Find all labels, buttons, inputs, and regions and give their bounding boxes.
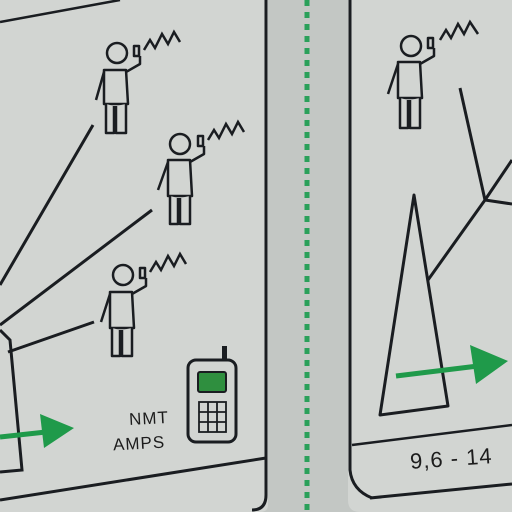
network-label-amps: AMPS — [112, 432, 166, 455]
radio-links — [0, 124, 153, 354]
tower-partial — [0, 328, 24, 474]
antenna-tower-icon — [378, 193, 450, 417]
signal-zigzag-icon — [438, 19, 480, 41]
right-panel — [348, 0, 512, 512]
range-text: 9,6 - 14 — [409, 443, 494, 474]
person-phone-icon — [156, 132, 206, 226]
person-phone-icon — [99, 263, 148, 358]
mobile-phone-icon — [186, 346, 238, 444]
radio-links — [426, 87, 512, 281]
signal-zigzag-icon — [206, 119, 246, 141]
green-arrow-icon — [395, 345, 508, 384]
network-label-nmt: NMT — [128, 407, 170, 430]
green-arrow-icon — [0, 414, 74, 448]
signal-zigzag-icon — [148, 251, 188, 273]
person-phone-icon — [94, 41, 142, 135]
signal-zigzag-icon — [142, 29, 182, 51]
person-phone-icon — [386, 34, 436, 130]
